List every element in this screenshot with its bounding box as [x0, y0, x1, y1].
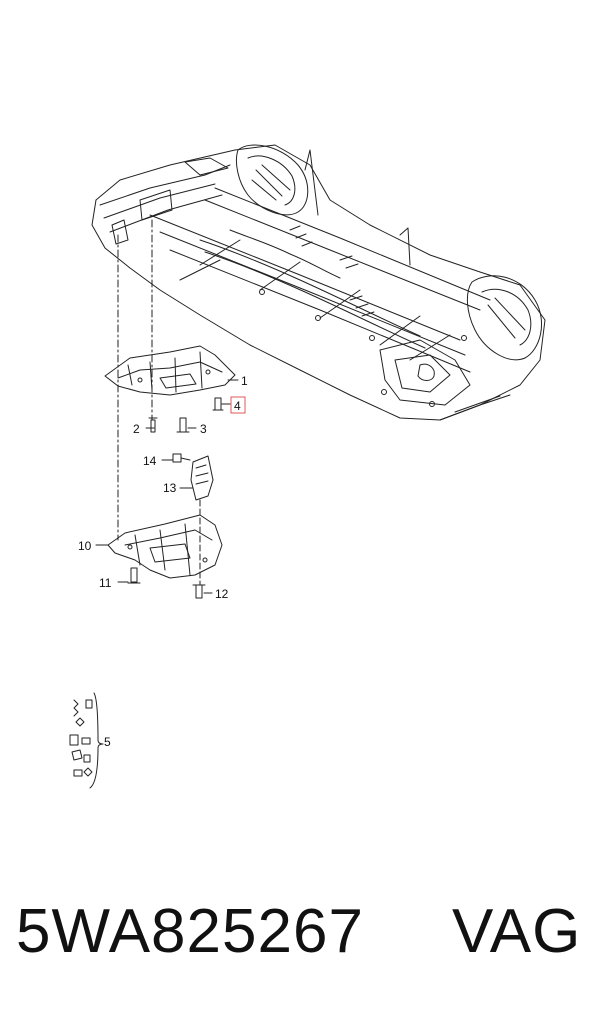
callout-5: 5 [104, 735, 111, 749]
callout-13: 13 [163, 481, 177, 495]
upper-engine-shield [104, 345, 236, 396]
callout-11: 11 [99, 576, 112, 590]
reference-dashed-lines [117, 219, 153, 541]
callout-10: 10 [78, 539, 92, 553]
callout-leader-lines [95, 379, 239, 594]
callout-4-highlight-box [230, 396, 246, 414]
brand-label: VAG [452, 897, 582, 966]
fasteners [127, 397, 224, 599]
part-number-label: 5WA825267 [16, 897, 364, 966]
callout-3: 3 [200, 422, 207, 436]
callout-14: 14 [143, 454, 157, 468]
callout-1: 1 [241, 374, 248, 388]
fastener-kit [69, 692, 104, 789]
callout-4: 4 [234, 399, 241, 413]
callout-2: 2 [133, 422, 140, 436]
callout-12: 12 [215, 587, 229, 601]
lower-engine-shield [107, 514, 223, 579]
shield-bracket [190, 455, 214, 586]
vehicle-underbody-illustration [91, 144, 546, 421]
